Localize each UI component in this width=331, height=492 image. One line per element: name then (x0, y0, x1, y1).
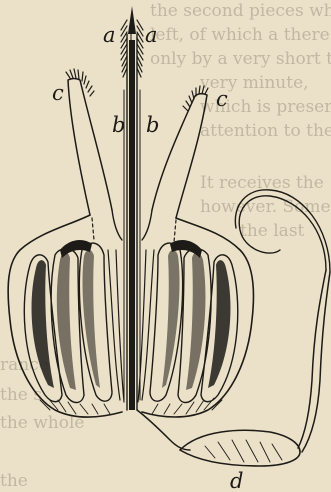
sting-shaft (121, 6, 143, 410)
bleed-line-14: the s (0, 385, 42, 405)
bleed-line-6: attention to the (200, 121, 331, 141)
label-c-right: c (216, 87, 228, 111)
bleed-line-2: left, of which a there to be (150, 25, 331, 45)
bleed-line-1: the second pieces which is (150, 1, 331, 21)
right-muscle-bulb (138, 210, 254, 417)
bleed-line-18: the (0, 471, 28, 491)
label-d: d (230, 469, 243, 492)
bleed-line-9: the last (240, 221, 305, 241)
label-b-right: b (146, 113, 159, 137)
label-a-left: a (103, 23, 116, 47)
label-b-left: b (112, 113, 125, 137)
label-a-right: a (145, 23, 158, 47)
label-c-left: c (52, 81, 64, 105)
left-palp (66, 69, 112, 215)
bleed-line-3: only by a very short tube, (150, 49, 331, 69)
